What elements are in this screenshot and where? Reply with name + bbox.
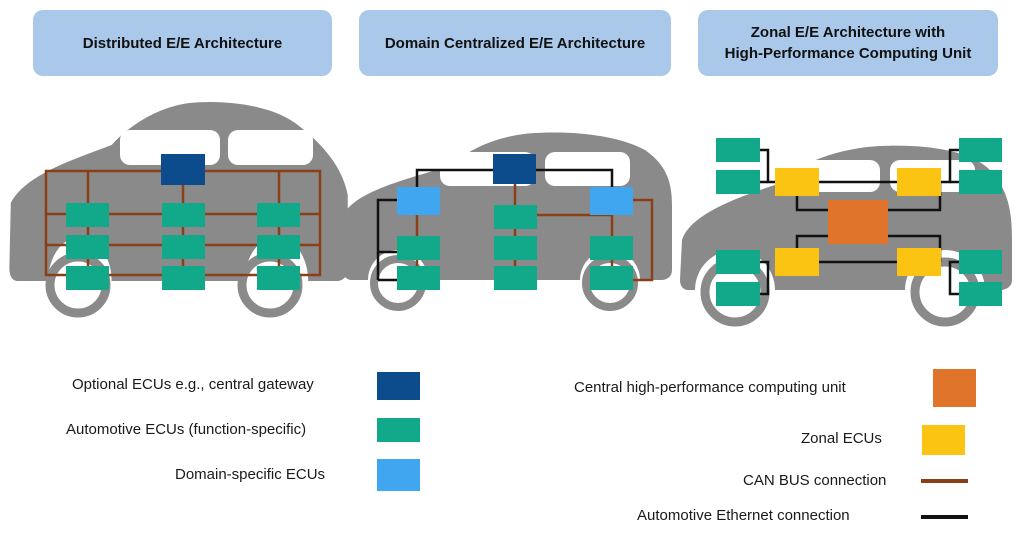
legend-swatch-optional [377, 372, 420, 400]
automotive-ecu-box [494, 266, 537, 290]
automotive-ecu-box [716, 282, 760, 306]
title-zonal: Zonal E/E Architecture with High-Perform… [698, 10, 998, 76]
automotive-ecu-box [397, 236, 440, 260]
title-distributed-text: Distributed E/E Architecture [82, 34, 283, 52]
title-domain-centralized: Domain Centralized E/E Architecture [359, 10, 671, 76]
automotive-ecu-box [66, 203, 109, 227]
automotive-ecu-box [66, 266, 109, 290]
automotive-ecu-box [959, 282, 1002, 306]
automotive-ecu-box [257, 203, 300, 227]
automotive-ecu-box [397, 266, 440, 290]
title-distributed: Distributed E/E Architecture [33, 10, 332, 76]
automotive-ecu-box [162, 235, 205, 259]
automotive-ecu-box [257, 235, 300, 259]
zonal-ecu-box [775, 168, 819, 196]
automotive-ecu-box [959, 250, 1002, 274]
central-hpc-box [828, 200, 888, 244]
legend-automotive-ecus: Automotive ECUs (function-specific) [66, 421, 307, 438]
legend-swatch-hpc [933, 369, 976, 407]
legend-domain-ecus: Domain-specific ECUs [175, 466, 326, 483]
domain-ecu-box [397, 187, 440, 215]
legend-central-hpc: Central high-performance computing unit [574, 379, 846, 396]
automotive-ecu-box [959, 138, 1002, 162]
legend-swatch-domain [377, 459, 420, 491]
zonal-ecu-box [897, 248, 941, 276]
legend-zonal-ecus: Zonal ECUs [801, 430, 882, 447]
legend-swatch-automotive [377, 418, 420, 442]
optional-ecu-box [493, 154, 536, 184]
title-domain-text: Domain Centralized E/E Architecture [384, 34, 646, 52]
ecus-zonal [716, 138, 1002, 306]
automotive-ecu-box [162, 203, 205, 227]
legend-ethernet: Automotive Ethernet connection [637, 507, 850, 524]
zonal-ecu-box [775, 248, 819, 276]
automotive-ecu-box [959, 170, 1002, 194]
zonal-ecu-box [897, 168, 941, 196]
car-window-front [228, 130, 313, 165]
automotive-ecu-box [494, 236, 537, 260]
title-zonal-line2: High-Performance Computing Unit [724, 45, 972, 62]
optional-ecu-box [161, 154, 205, 185]
automotive-ecu-box [716, 250, 760, 274]
legend-optional-ecus: Optional ECUs e.g., central gateway [72, 376, 314, 393]
domain-ecu-box [590, 187, 633, 215]
automotive-ecu-box [257, 266, 300, 290]
automotive-ecu-box [66, 235, 109, 259]
automotive-ecu-box [494, 205, 537, 229]
legend-can-bus: CAN BUS connection [743, 472, 887, 489]
title-zonal-line1: Zonal E/E Architecture with [750, 24, 946, 41]
legend-swatch-zonal [922, 425, 965, 455]
automotive-ecu-box [162, 266, 205, 290]
ecus-distributed [66, 154, 300, 290]
ecus-domain [397, 154, 633, 290]
automotive-ecu-box [716, 138, 760, 162]
automotive-ecu-box [590, 236, 633, 260]
automotive-ecu-box [716, 170, 760, 194]
automotive-ecu-box [590, 266, 633, 290]
